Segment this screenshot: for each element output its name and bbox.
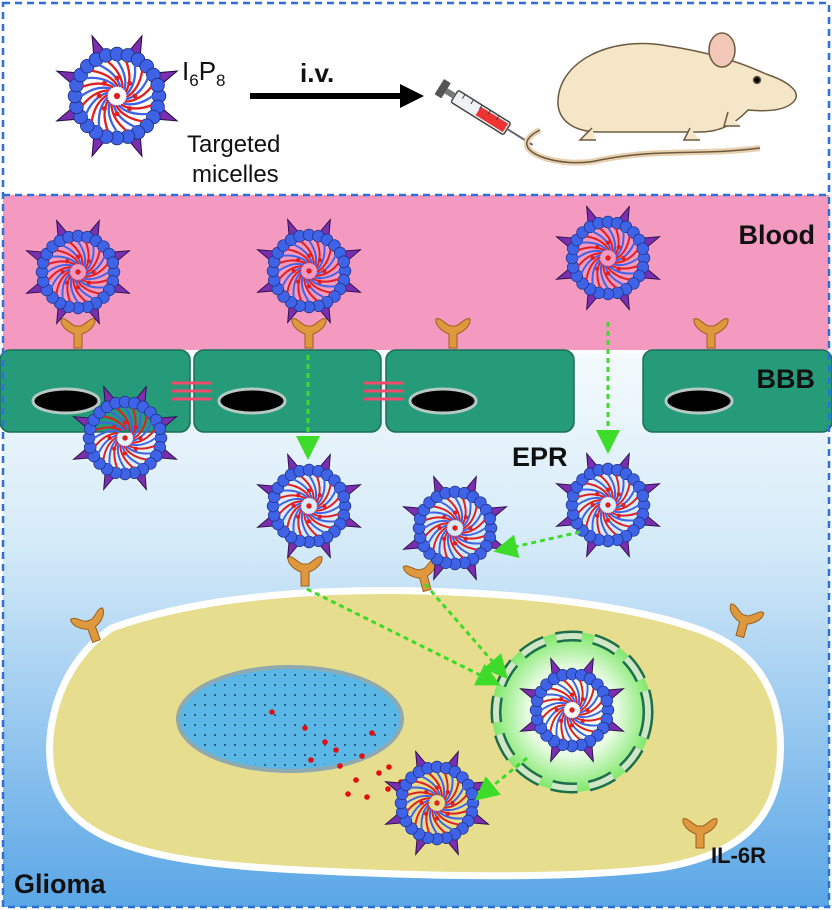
micelle xyxy=(72,385,178,491)
micelle xyxy=(25,219,131,325)
micelle xyxy=(519,657,625,763)
transport-arrow xyxy=(474,756,528,801)
mouse-icon xyxy=(523,32,797,166)
bbb-label: BBB xyxy=(757,364,816,394)
syringe-icon xyxy=(434,79,534,146)
glioma-label: Glioma xyxy=(14,869,107,899)
micelle xyxy=(256,453,362,559)
micelle xyxy=(555,452,661,558)
transport-arrow xyxy=(493,530,581,559)
il6-receptor xyxy=(70,607,105,644)
il6-receptor xyxy=(435,318,471,349)
blood-label: Blood xyxy=(739,220,815,250)
transport-arrows xyxy=(296,322,620,801)
route-label: i.v. xyxy=(300,58,334,88)
il6-receptor xyxy=(60,318,96,349)
nucleus-texture xyxy=(182,671,398,767)
il6-receptor xyxy=(729,603,765,639)
bbb-cell xyxy=(193,349,382,433)
transport-arrow xyxy=(306,587,501,686)
endothelial-nucleus xyxy=(408,387,478,415)
blood-region xyxy=(3,195,829,350)
micelle xyxy=(555,205,661,311)
il6-receptor xyxy=(693,318,729,349)
micelle-caption-line2: micelles xyxy=(192,161,279,188)
micelle-caption-line1: Targeted xyxy=(187,131,280,158)
micelle xyxy=(402,475,508,581)
bbb-layer xyxy=(0,349,832,433)
micelle xyxy=(55,34,179,158)
endothelial-nucleus xyxy=(664,387,734,415)
micelle-layer xyxy=(25,34,661,856)
il6-receptor xyxy=(287,556,323,587)
micelle xyxy=(256,218,362,324)
transport-arrow xyxy=(423,583,508,680)
receptor-label: IL-6R xyxy=(711,843,766,868)
endothelial-nucleus xyxy=(31,387,101,415)
released-drug xyxy=(269,709,404,800)
il6-receptor xyxy=(682,818,718,849)
receptor-layer xyxy=(60,318,765,849)
micelle-name: I6P8 xyxy=(182,56,226,90)
il6-receptor xyxy=(291,318,327,349)
endothelial-nucleus xyxy=(217,387,287,415)
bbb-cell xyxy=(385,349,575,433)
epr-label: EPR xyxy=(512,442,568,472)
tight-junction xyxy=(364,381,404,401)
tight-junction xyxy=(172,381,212,401)
